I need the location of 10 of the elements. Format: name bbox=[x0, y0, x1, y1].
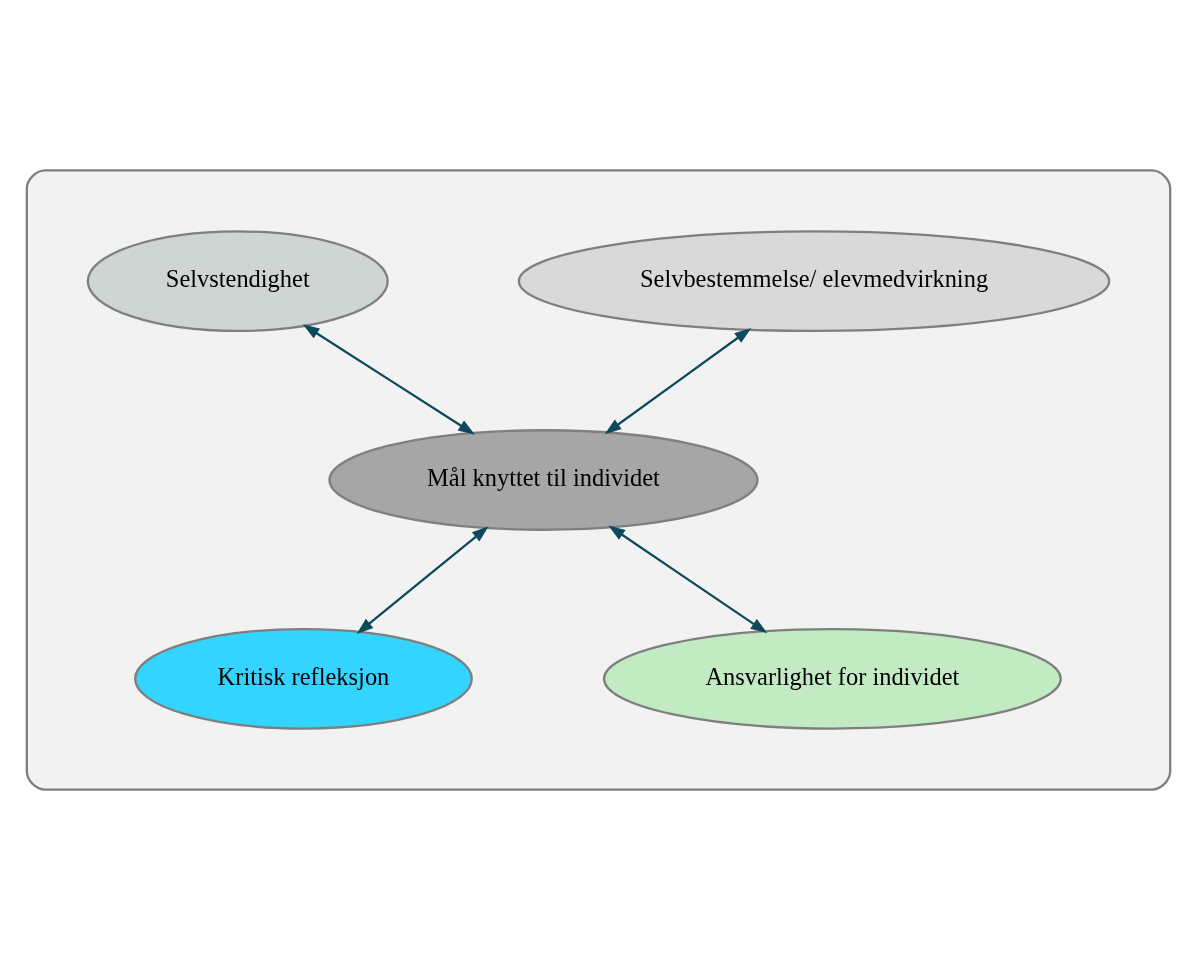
node-ellipse: Mål knyttet til individet bbox=[328, 428, 759, 531]
cluster bbox=[25, 168, 1172, 791]
arrow bbox=[356, 525, 489, 634]
arrow bbox=[302, 323, 475, 435]
node-ellipse: Selvstendighet bbox=[86, 229, 389, 332]
node-ellipse: Ansvarlighet for individet bbox=[602, 627, 1062, 730]
arrow bbox=[608, 524, 768, 633]
node-ellipse: Selvbestemmelse/ elevmedvirkning bbox=[517, 229, 1111, 332]
arrow bbox=[604, 327, 752, 434]
node-ellipse: Kritisk refleksjon bbox=[134, 627, 473, 730]
